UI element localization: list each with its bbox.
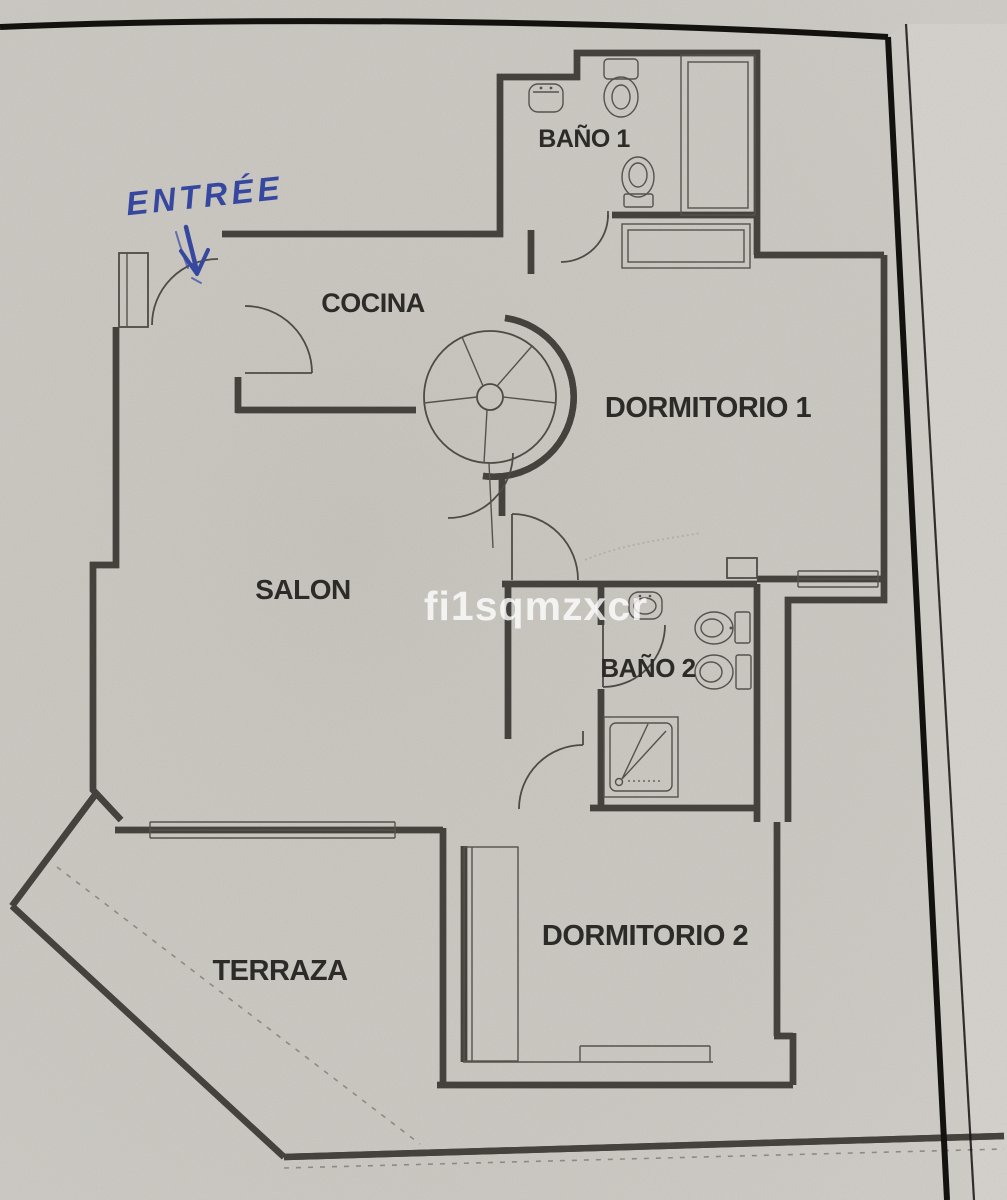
wall-pillar [726, 557, 758, 579]
pencil-smudge [584, 532, 701, 561]
toilet-icon [603, 58, 639, 118]
wardrobe [621, 223, 751, 269]
room-label-terraza: TERRAZA [212, 955, 348, 987]
room-label-cocina: COCINA [321, 288, 425, 318]
terraza-dashed-lines [56, 866, 1005, 1169]
watermark-text: fi1sqmzxcr [424, 583, 648, 629]
page-top-edge [0, 18, 889, 40]
bano1-fixtures [528, 54, 756, 216]
page-fold-line [904, 23, 976, 1200]
bano2-fixtures [603, 591, 752, 798]
window-dormitorio2 [463, 1045, 713, 1063]
down-arrow-icon [175, 224, 210, 284]
dormitorio1-door-swing [511, 513, 579, 581]
page-right-edge [885, 36, 950, 1200]
sink-icon [628, 591, 663, 620]
room-label-salon: SALON [255, 574, 351, 605]
kitchen-door-swing [244, 305, 313, 374]
hall-door-swing [447, 452, 514, 519]
scan-edges [0, 18, 976, 1200]
room-label-dormitorio1: DORMITORIO 1 [605, 392, 812, 424]
room-labels: BAÑO 1 COCINA DORMITORIO 1 SALON BAÑO 2 … [212, 123, 811, 987]
bidet-icon [694, 654, 752, 690]
spiral-staircase [423, 330, 557, 549]
wardrobe [463, 846, 519, 1062]
toilet-icon [621, 156, 655, 208]
shower-enclosure [680, 54, 756, 216]
toilet-icon [694, 611, 751, 645]
window-dormitorio1 [797, 570, 879, 588]
window-salon-terraza [149, 821, 396, 839]
room-label-bano1: BAÑO 1 [538, 123, 630, 153]
room-label-dormitorio2: DORMITORIO 2 [542, 920, 748, 952]
shower-tray [603, 716, 679, 798]
bano1-door-swing [560, 211, 609, 263]
room-label-bano2: BAÑO 2 [600, 653, 695, 683]
dormitorio2-door-swing [518, 731, 584, 810]
bano2-door-swing [602, 624, 666, 688]
entry-wall-pier [118, 252, 149, 328]
windows [149, 570, 879, 1063]
sink-icon [528, 83, 564, 113]
